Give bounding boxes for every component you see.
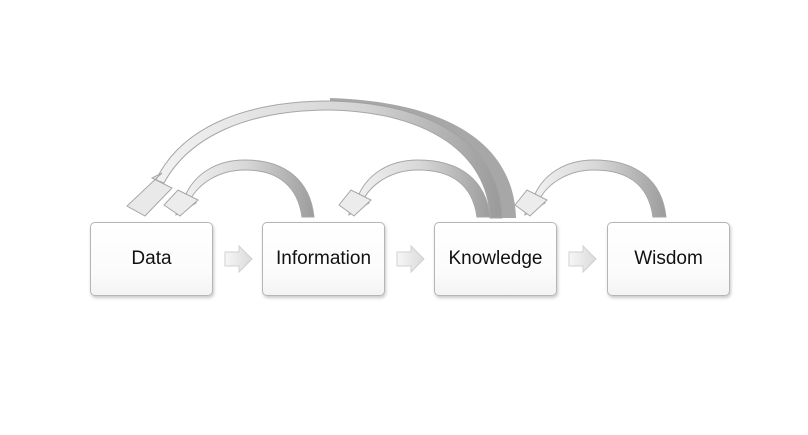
arc-arrow-knowledge-to-information <box>338 159 491 218</box>
node-label: Information <box>275 248 372 269</box>
arc-arrow-knowledge-to-data <box>126 98 516 219</box>
node-label: Wisdom <box>634 248 703 269</box>
arc-arrow-information-to-data <box>163 159 315 218</box>
forward-arrow-information-to-knowledge <box>396 244 425 274</box>
forward-arrow-data-to-information <box>224 244 253 274</box>
arc-arrow-wisdom-to-knowledge <box>514 159 667 218</box>
node-label: Data <box>131 248 172 269</box>
forward-arrow-knowledge-to-wisdom <box>568 244 597 274</box>
node-information: Information <box>262 222 385 296</box>
node-wisdom: Wisdom <box>607 222 730 296</box>
node-knowledge: Knowledge <box>434 222 557 296</box>
node-data: Data <box>90 222 213 296</box>
node-label: Knowledge <box>448 248 543 269</box>
